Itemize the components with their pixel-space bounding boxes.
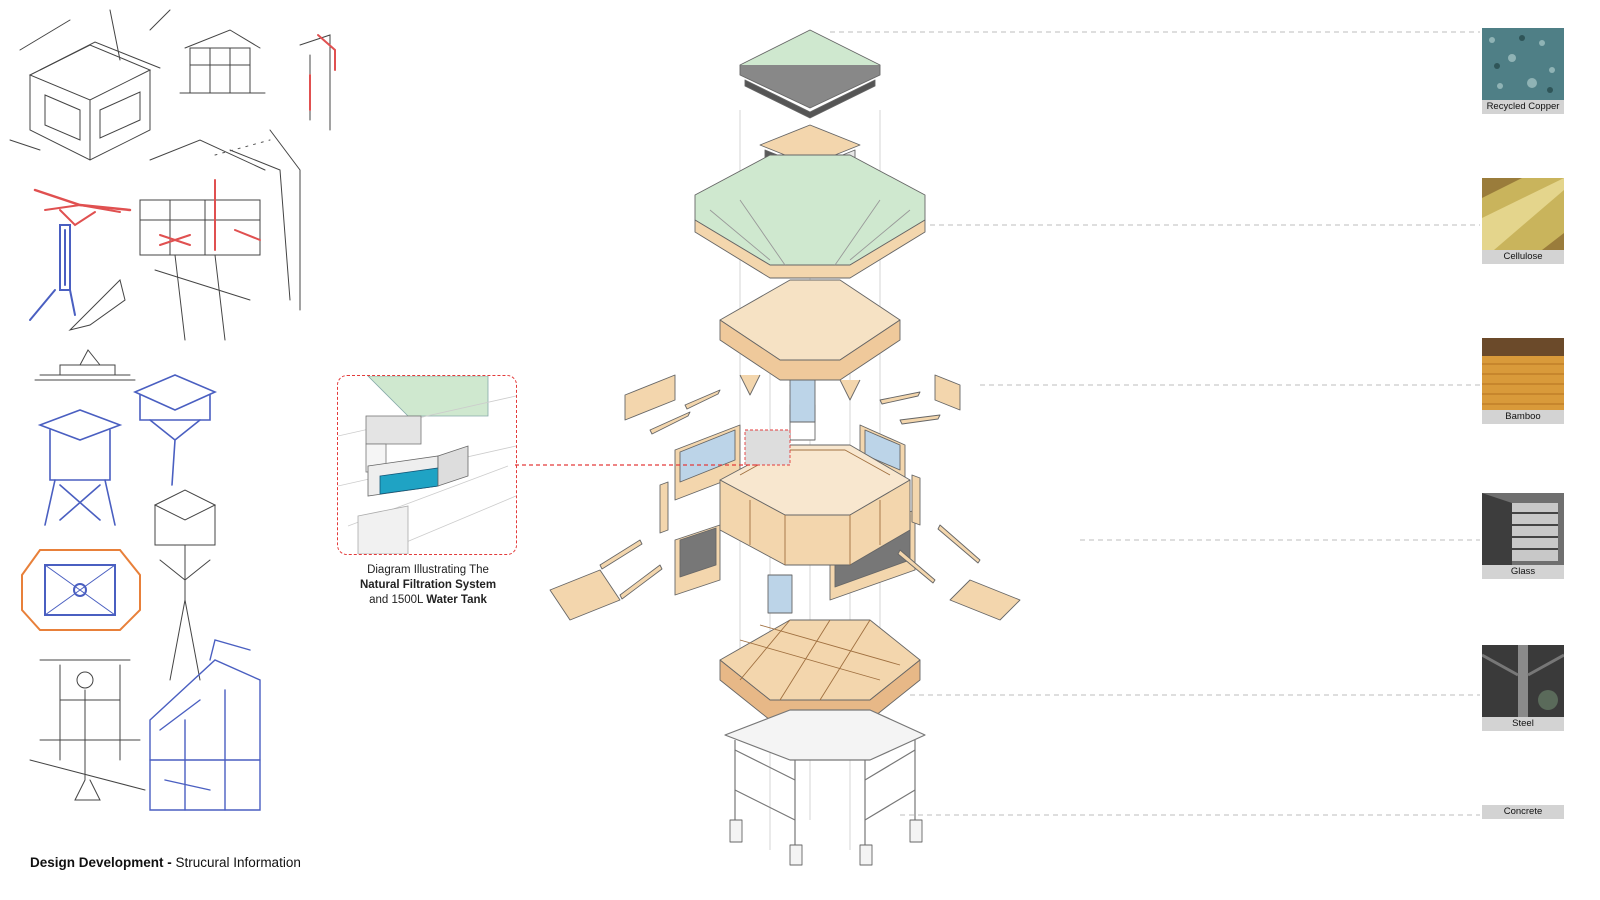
sketch-pole-house (133, 374, 217, 486)
sketch-elevation (179, 29, 266, 94)
caption-line-1: Diagram Illustrating The (367, 564, 489, 576)
material-label: Cellulose (1482, 250, 1564, 264)
page-footer-title: Design Development - Strucural Informati… (30, 855, 301, 870)
material-label: Recycled Copper (1482, 100, 1564, 114)
concrete-footings (729, 819, 923, 866)
design-sketches (9, 9, 336, 811)
caption-line-3-prefix: and 1500L (369, 594, 427, 606)
inset-caption: Diagram Illustrating The Natural Filtrat… (318, 563, 538, 608)
sketch-iso-house (9, 9, 171, 161)
material-label: Bamboo (1482, 410, 1564, 424)
steel-frame (724, 709, 926, 845)
bamboo-texture-icon (1482, 338, 1564, 410)
sketch-tree-support (153, 489, 217, 681)
main-roof (694, 154, 926, 279)
cellulose-texture-icon (1482, 178, 1564, 250)
sketch-plinth (34, 349, 136, 381)
sketch-water-tower (37, 409, 123, 526)
sketch-treehouse-section (139, 129, 301, 341)
material-swatch-bamboo: Bamboo (1482, 338, 1564, 424)
sketch-orange-plan (21, 549, 141, 631)
water-tank-diagram (338, 376, 516, 554)
recycled-copper-texture-icon (1482, 28, 1564, 100)
sketch-building-section (149, 639, 261, 811)
sketch-winch-section (29, 659, 146, 801)
glass-window-photo-icon (1482, 493, 1564, 565)
sketch-bracket (299, 34, 336, 131)
exploded-axonometric (549, 29, 1021, 866)
roof-deck (719, 279, 901, 406)
material-swatch-recycled-copper: Recycled Copper (1482, 28, 1564, 114)
window-units (767, 379, 816, 614)
caption-line-2: Natural Filtration System (359, 579, 497, 591)
material-label: Concrete (1482, 805, 1564, 819)
material-swatch-steel: Steel (1482, 645, 1564, 731)
floor-grid (719, 619, 921, 721)
roof-cap (739, 29, 881, 119)
material-label: Glass (1482, 565, 1564, 579)
footer-title-rest: Strucural Information (171, 855, 301, 870)
sketch-cantilever (29, 188, 132, 331)
caption-line-3-bold: Water Tank (426, 594, 487, 606)
bracing-members (599, 389, 981, 600)
material-label: Steel (1482, 717, 1564, 731)
material-swatch-glass: Glass (1482, 493, 1564, 579)
steel-structure-photo-icon (1482, 645, 1564, 717)
material-swatch-concrete: Concrete (1482, 805, 1564, 819)
filtration-detail-inset (337, 375, 517, 555)
material-swatch-cellulose: Cellulose (1482, 178, 1564, 264)
core-frame (719, 429, 911, 566)
footer-title-bold: Design Development - (30, 855, 172, 870)
